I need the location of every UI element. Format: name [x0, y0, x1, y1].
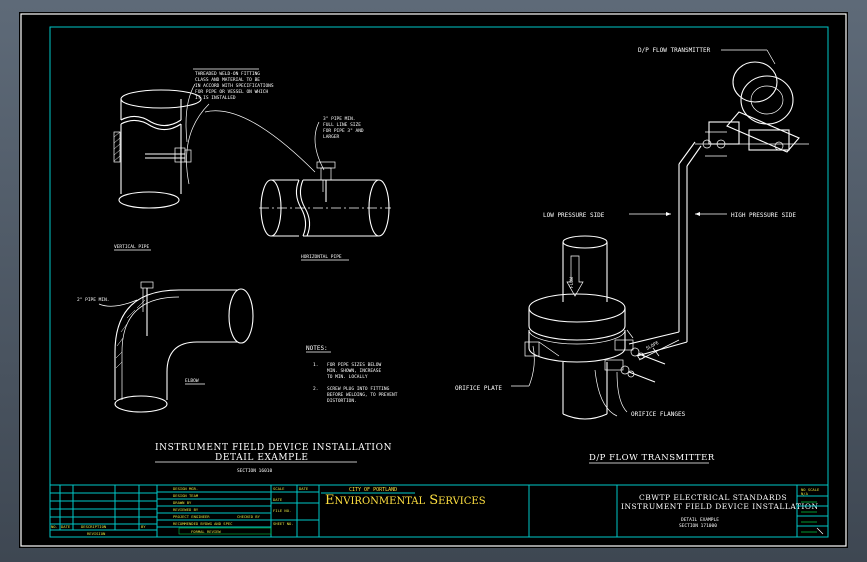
title-block: NO. DATE DESCRIPTION BY REVISION DESIGN …: [49, 484, 829, 538]
svg-text:SHEET NO.: SHEET NO.: [273, 521, 294, 526]
svg-text:FORMAL REVIEW: FORMAL REVIEW: [191, 529, 221, 534]
svg-text:1.: 1.: [313, 362, 318, 368]
svg-text:DRAWN BY: DRAWN BY: [173, 500, 192, 505]
svg-text:DETAIL EXAMPLE: DETAIL EXAMPLE: [215, 453, 309, 463]
svg-text:MIN. SHOWN, INCREASE: MIN. SHOWN, INCREASE: [327, 368, 381, 374]
svg-text:FULL LINE SIZE: FULL LINE SIZE: [323, 122, 361, 128]
notes-block: NOTES: 1. FOR PIPE SIZES BELOW MIN. SHOW…: [306, 345, 398, 404]
svg-text:BEFORE WELDING, TO PREVENT: BEFORE WELDING, TO PREVENT: [327, 392, 398, 398]
svg-text:BY: BY: [141, 524, 146, 529]
svg-text:REVISION: REVISION: [87, 531, 106, 536]
svg-text:2.: 2.: [313, 386, 318, 392]
svg-text:CHECKED BY: CHECKED BY: [237, 514, 261, 519]
svg-text:PROJECT ENGINEER: PROJECT ENGINEER: [173, 514, 210, 519]
svg-text:INSTRUMENT FIELD DEVICE INSTAL: INSTRUMENT FIELD DEVICE INSTALLATION: [155, 443, 392, 453]
drawing-viewport[interactable]: VERTICAL PIPE THREADED WELD-ON FITTING C…: [19, 12, 848, 548]
standards-subtitle: INSTRUMENT FIELD DEVICE INSTALLATION: [621, 502, 819, 511]
svg-text:FOR PIPE OR VESSEL ON WHICH: FOR PIPE OR VESSEL ON WHICH: [195, 89, 268, 95]
svg-text:IT IS INSTALLED: IT IS INSTALLED: [195, 95, 236, 101]
high-pressure-label: HIGH PRESSURE SIDE: [731, 212, 796, 219]
orifice-flanges-label: ORIFICE FLANGES: [631, 411, 686, 418]
svg-text:NOTES:: NOTES:: [306, 345, 328, 352]
svg-text:DISTORTION.: DISTORTION.: [327, 398, 357, 404]
left-detail-title: INSTRUMENT FIELD DEVICE INSTALLATION DET…: [155, 443, 392, 474]
svg-text:FILE NO.: FILE NO.: [273, 508, 291, 513]
svg-text:DATE: DATE: [273, 497, 283, 502]
svg-text:NO SCALE: NO SCALE: [801, 487, 820, 492]
outer-border: [20, 13, 847, 547]
orifice-plate-label: ORIFICE PLATE: [455, 385, 502, 392]
city-label: CITY OF PORTLAND: [349, 487, 397, 493]
svg-text:DESIGN TEAM: DESIGN TEAM: [173, 493, 199, 498]
svg-text:IN ACCORD WITH SPECIFICATIONS: IN ACCORD WITH SPECIFICATIONS: [195, 83, 274, 89]
svg-text:DETAIL EXAMPLE: DETAIL EXAMPLE: [681, 517, 719, 523]
vertical-pipe-label: VERTICAL PIPE: [114, 244, 150, 250]
svg-text:DESCRIPTION: DESCRIPTION: [81, 524, 107, 529]
svg-text:SECTION 16010: SECTION 16010: [237, 468, 273, 474]
svg-text:DATE: DATE: [61, 524, 71, 529]
svg-text:3" PIPE MIN.: 3" PIPE MIN.: [323, 116, 356, 122]
transmitter-label: D/P FLOW TRANSMITTER: [638, 47, 711, 54]
pipe-min-left: 2" PIPE MIN.: [77, 297, 110, 303]
svg-text:LARGER: LARGER: [323, 134, 340, 140]
low-pressure-label: LOW PRESSURE SIDE: [543, 212, 605, 219]
standards-title: CBWTP ELECTRICAL STANDARDS: [639, 493, 787, 502]
elbow-label: ELBOW: [185, 378, 199, 384]
svg-text:DATE: DATE: [299, 486, 309, 491]
svg-text:DESIGN MGR.: DESIGN MGR.: [173, 486, 198, 491]
cad-drawing[interactable]: VERTICAL PIPE THREADED WELD-ON FITTING C…: [19, 12, 848, 548]
dp-transmitter-detail: D/P FLOW TRANSMITTER LOW PRESSURE SIDE H…: [455, 47, 809, 464]
slope-label: SLOPE: [645, 340, 660, 352]
svg-text:REVIEWED BY: REVIEWED BY: [173, 507, 199, 512]
svg-text:DWG AND SPEC: DWG AND SPEC: [205, 521, 232, 526]
svg-text:SCALE: SCALE: [273, 486, 285, 491]
svg-text:SCREW PLUG INTO FITTING: SCREW PLUG INTO FITTING: [327, 386, 390, 392]
weld-fitting-note: THREADED WELD-ON FITTING CLASS AND MATER…: [193, 68, 274, 101]
svg-text:FOR PIPE SIZES BELOW: FOR PIPE SIZES BELOW: [327, 362, 381, 368]
svg-text:RECOMMENDED BY: RECOMMENDED BY: [173, 521, 206, 526]
svg-text:CLASS AND MATERIAL TO BE: CLASS AND MATERIAL TO BE: [195, 77, 260, 83]
svg-text:NO.: NO.: [51, 524, 58, 529]
flow-label: FLOW: [569, 277, 575, 288]
dp-transmitter-title: D/P FLOW TRANSMITTER: [589, 453, 715, 463]
svg-text:FOR PIPE 3" AND: FOR PIPE 3" AND: [323, 128, 364, 134]
horizontal-pipe-detail: HORIZONTAL PIPE: [259, 161, 391, 261]
elbow-detail: ELBOW 2" PIPE MIN.: [77, 281, 254, 413]
svg-text:N/A: N/A: [801, 491, 809, 496]
svg-text:THREADED WELD-ON FITTING: THREADED WELD-ON FITTING: [195, 71, 260, 77]
svg-text:TO MIN. LOCALLY: TO MIN. LOCALLY: [327, 374, 368, 380]
horizontal-pipe-label: HORIZONTAL PIPE: [301, 254, 342, 260]
vertical-pipe-detail: VERTICAL PIPE: [113, 89, 202, 251]
pipe-min-note-right: 3" PIPE MIN. FULL LINE SIZE FOR PIPE 3" …: [314, 116, 364, 171]
svg-text:SECTION 171000: SECTION 171000: [679, 523, 717, 529]
